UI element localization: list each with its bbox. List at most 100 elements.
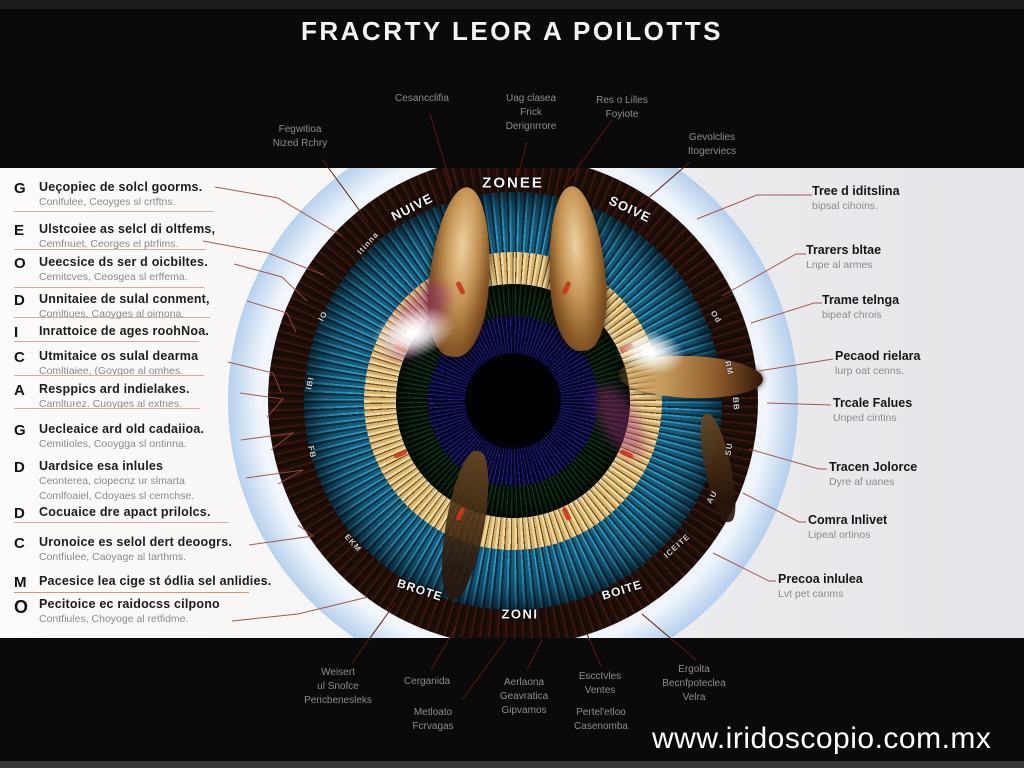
right-label-title: Tracen Jolorce <box>829 460 918 474</box>
left-label-letter: D <box>14 292 25 309</box>
right-label-row: Pecaod rielara lurp oat cenns. <box>835 349 1024 379</box>
divider <box>14 249 206 250</box>
zone-label: ZONI <box>501 606 539 622</box>
left-label-letter: G <box>14 180 26 197</box>
left-label-letter: M <box>14 574 27 591</box>
divider <box>14 522 229 523</box>
right-label-row: Precoa inlulea Lvt pet canms <box>778 572 978 602</box>
right-label-title: Precoa inlulea <box>778 572 863 586</box>
left-label-row: D Cocuaice dre apact prilolcs. <box>14 505 284 521</box>
left-label-title: Uecleaice ard old cadaiioa. <box>39 422 205 436</box>
right-label-subtitle: Lipeal ortinos <box>808 529 871 541</box>
left-label-title: Uronoice es selol dert deoogrs. <box>39 535 233 549</box>
left-label-row: O Ueecsice ds ser d oicbiltes. Cemitcves… <box>14 255 284 285</box>
left-label-letter: C <box>14 535 25 552</box>
right-label-subtitle: bipsal cihoins. <box>812 200 878 212</box>
left-label-letter: D <box>14 505 25 522</box>
left-label-title: Pacesice lea cige st ódlia sel anlidies. <box>39 574 272 588</box>
left-label-row: C Uronoice es selol dert deoogrs. Contfi… <box>14 535 284 565</box>
right-label-row: Tree d iditslina bipsal cihoins. <box>812 184 1012 214</box>
left-label-letter: A <box>14 382 25 399</box>
right-label-title: Pecaod rielara <box>835 349 921 363</box>
left-label-subtitle: Comltiaiee, (Goygoe al omhes. <box>39 365 184 377</box>
left-label-letter: O <box>14 597 29 617</box>
left-label-subtitle: Comlfoaiel, Cdoyaes sl cemchse. <box>39 489 195 502</box>
right-label-subtitle: bipeaf chrois <box>822 309 882 321</box>
right-label-title: Tree d iditslina <box>812 184 900 198</box>
right-label-title: Trame telnga <box>822 293 900 307</box>
bottom-annotation: Escctvles Ventes <box>578 671 622 697</box>
left-label-row: A Resppics ard indielakes. Camlturez. Cu… <box>14 382 284 412</box>
right-label-row: Trcale Falues Unped cintins <box>833 396 1024 426</box>
right-label-row: Trarers bltae Lnpe al armes <box>806 243 1006 273</box>
left-label-row: D Uardsice esa inlules Ceonterea, ciopec… <box>14 459 284 503</box>
left-label-letter: E <box>14 222 25 239</box>
bottom-annotation: Pertel'etloo Casenomba <box>574 707 628 733</box>
left-label-row: G Ueçopiec de solcl goorms. Conlfulee, C… <box>14 180 284 210</box>
pupil <box>465 353 561 449</box>
header-band <box>0 0 1024 168</box>
right-label-subtitle: Lvt pet canms <box>778 588 844 600</box>
left-label-subtitle: Comltiues, Caoyges al oimona. <box>39 308 185 320</box>
left-label-subtitle: Conlfulee, Ceoyges sl crtftns. <box>39 196 176 208</box>
right-label-title: Trcale Falues <box>833 396 913 410</box>
right-label-subtitle: lurp oat cenns. <box>835 365 904 377</box>
bottom-annotation: Cerganida <box>403 676 451 687</box>
left-label-subtitle: Cemitcves, Ceosgea sl erffema. <box>39 271 188 283</box>
divider <box>14 317 210 318</box>
right-label-subtitle: Dyre af uanes <box>829 476 895 488</box>
divider <box>14 375 204 376</box>
poster-title: FRACRTY LEOR A POILOTTS <box>301 16 723 46</box>
left-label-letter: C <box>14 349 25 366</box>
left-label-title: Utmitaice os sulal dearma <box>39 349 199 363</box>
top-annotation: Uag clasea Frick Derignrrore <box>505 93 557 133</box>
left-label-row: I Inrattoice de ages roohNoa. <box>14 324 284 340</box>
right-label-row: Comra Inlivet Lipeal ortinos <box>808 513 1008 543</box>
bottom-annotation: Ergolta Becnfpoteclea Velra <box>662 664 726 704</box>
left-label-letter: D <box>14 459 25 476</box>
right-label-subtitle: Unped cintins <box>833 412 897 424</box>
left-label-letter: I <box>14 324 19 341</box>
left-label-title: Unnitaiee de sulal conment, <box>39 292 210 306</box>
left-label-row: E Ulstcoiee as selcl di oltfems, Cemfnue… <box>14 222 284 252</box>
left-label-title: Pecitoice ec raidocss cilpono <box>39 597 220 611</box>
rim-mark: BB <box>731 396 741 412</box>
left-label-row: C Utmitaice os sulal dearma Comltiaiee, … <box>14 349 284 379</box>
left-label-title: Ueçopiec de solcl goorms. <box>39 180 203 194</box>
left-label-title: Cocuaice dre apact prilolcs. <box>39 505 211 519</box>
left-label-title: Resppics ard indielakes. <box>39 382 190 396</box>
right-label-subtitle: Lnpe al armes <box>806 259 873 271</box>
top-annotation: Fegwitioa Nized Rchry <box>272 124 328 150</box>
bottom-annotation: Aerlaona Geavratica Gipvamos <box>499 677 549 717</box>
divider <box>14 592 249 593</box>
divider <box>14 341 199 342</box>
left-label-row: G Uecleaice ard old cadaiioa. Cemitioles… <box>14 422 284 452</box>
website-url: www.iridoscopio.com.mx <box>652 722 992 755</box>
left-label-subtitle: Cemfnuet, Ceorges el ptrfims. <box>39 238 179 250</box>
right-label-title: Comra Inlivet <box>808 513 888 527</box>
iris-diagram: ZONEE NUIVE SOIVE BROTE ZONI BOITE Itinn… <box>268 156 764 646</box>
left-label-subtitle: Contfiules, Choyoge al retfidme. <box>39 613 189 625</box>
left-label-subtitle: Cemitioles, Cooygga sl ontinna. <box>39 438 187 450</box>
bottom-annotation: Metloato Fcrvagas <box>412 707 454 733</box>
divider <box>14 408 200 409</box>
top-annotation: Res o Lilles Foyiote <box>596 95 648 121</box>
top-annotation: Cesancclifia <box>395 93 449 104</box>
right-label-row: Trame telnga bipeaf chrois <box>822 293 1022 323</box>
left-label-title: Inrattoice de ages roohNoa. <box>39 324 210 338</box>
footer-band <box>0 638 1024 768</box>
left-label-row: O Pecitoice ec raidocss cilpono Contfiul… <box>14 597 284 627</box>
left-label-subtitle: Ceonterea, ciopecnz ur slmarta <box>39 475 185 487</box>
left-label-subtitle: Contfiulee, Caoyage al tarthms. <box>39 551 187 563</box>
right-label-title: Trarers bltae <box>806 243 882 257</box>
left-label-title: Ueecsice ds ser d oicbiltes. <box>39 255 208 269</box>
right-label-row: Tracen Jolorce Dyre af uanes <box>829 460 1024 490</box>
left-label-title: Ulstcoiee as selcl di oltfems, <box>39 222 216 236</box>
divider <box>14 211 214 212</box>
left-label-row: M Pacesice lea cige st ódlia sel anlidie… <box>14 574 284 590</box>
left-label-letter: G <box>14 422 26 439</box>
left-label-subtitle: Camlturez. Cuoyges al extnes. <box>39 398 182 410</box>
zone-label: ZONEE <box>482 174 544 192</box>
bottom-annotation: Weisert ul Snofce Pericbenesleks <box>304 667 372 707</box>
